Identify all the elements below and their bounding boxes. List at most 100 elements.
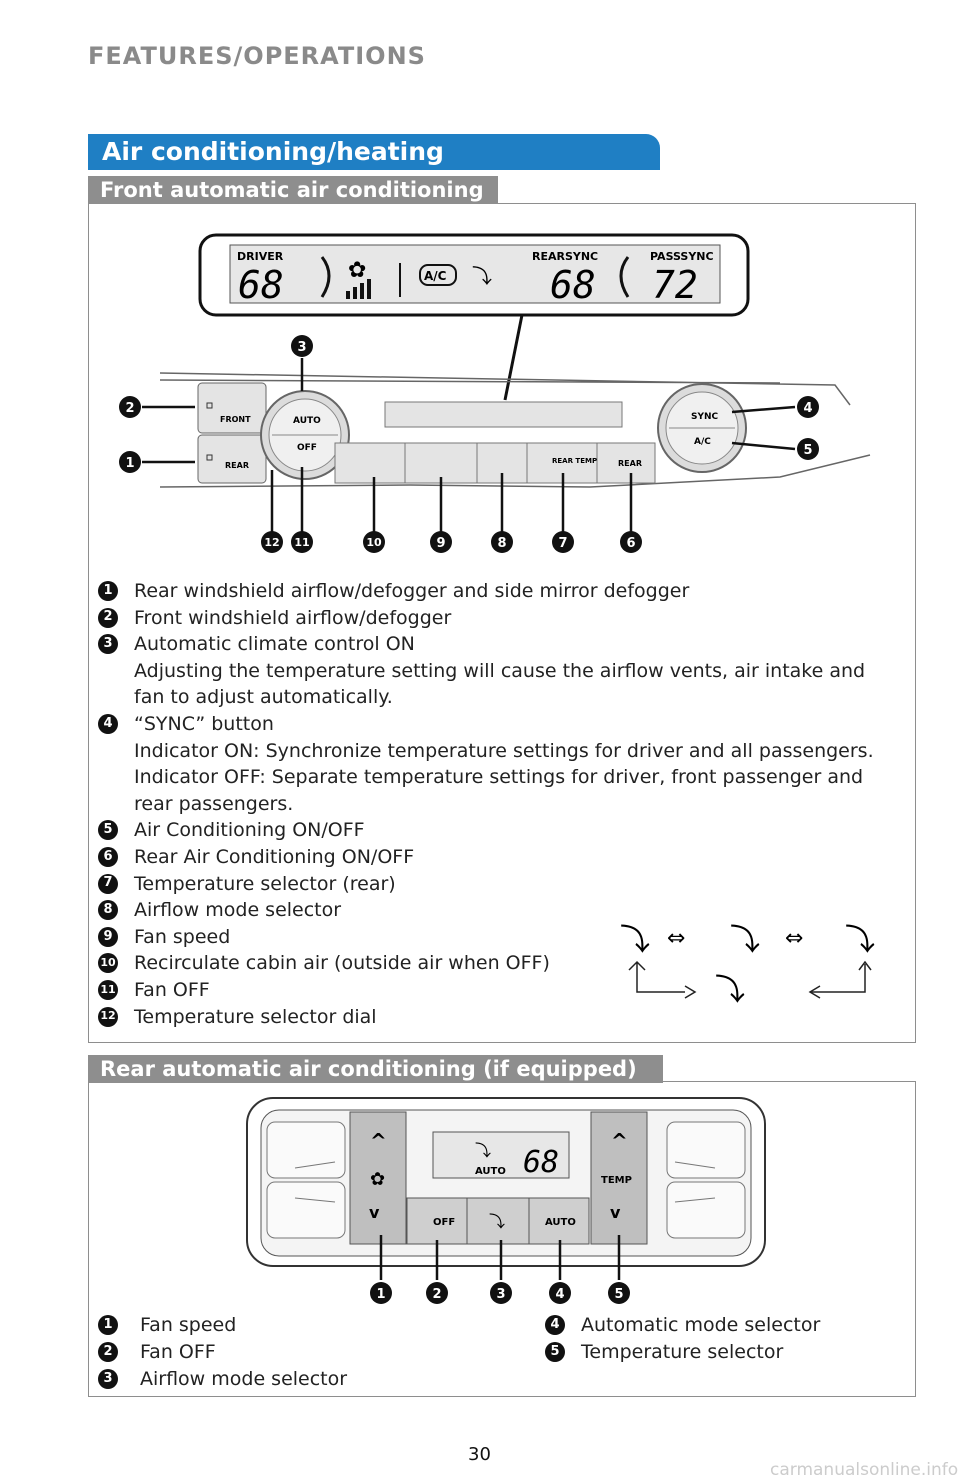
svg-text:TEMP: TEMP [601, 1175, 632, 1186]
section-header: FEATURES/OPERATIONS [88, 42, 426, 70]
dial-auto-label: AUTO [293, 416, 321, 426]
svg-text:68: 68 [550, 263, 596, 307]
display-rear-sync-label: REARSYNC [532, 250, 598, 263]
item-number-badge: 4 [98, 714, 118, 734]
item-number-badge: 2 [98, 607, 118, 628]
svg-text:4: 4 [803, 401, 812, 416]
item-text: Adjusting the temperature setting will c… [134, 659, 866, 682]
front-callout-12: 12 [261, 531, 283, 553]
item-text: “SYNC” button [134, 713, 274, 735]
svg-text:v: v [369, 1203, 380, 1222]
rear-airflow-btn-icon: ⤵ [489, 1212, 505, 1231]
airflow-feet-icon: ⤵ [845, 923, 875, 958]
svg-text:AUTO: AUTO [545, 1217, 576, 1228]
dial-sync-label: SYNC [691, 412, 719, 422]
dial-off-label: OFF [297, 443, 317, 453]
svg-text:SYNC: SYNC [691, 412, 719, 422]
svg-text:⤵: ⤵ [475, 1141, 491, 1160]
item-text: Indicator OFF: Separate temperature sett… [134, 766, 864, 789]
rear-control-panel-diagram: ^ ✿ v AUTO 68 ⤵ OFF ⤵ AUTO ^ TEMP v 1 2 … [246, 1097, 766, 1304]
svg-text:68: 68 [523, 1145, 559, 1180]
front-callout-1: 1 [119, 451, 141, 473]
item-number-badge: 5 [545, 1342, 565, 1362]
watermark: carmanualsonline.info [770, 1460, 959, 1480]
svg-text:⤵: ⤵ [620, 923, 650, 958]
display-driver-temp: 68 [238, 263, 284, 307]
svg-text:v: v [610, 1203, 621, 1222]
item-text: Automatic climate control ON [134, 633, 415, 656]
rear-temp-label: TEMP [601, 1175, 632, 1186]
display-ac-label: A/C [424, 269, 447, 283]
svg-text:⤵: ⤵ [845, 923, 875, 958]
item-number-badge: 9 [98, 926, 118, 947]
svg-text:⤵: ⤵ [472, 264, 492, 288]
page-title: Air conditioning/heating [88, 134, 660, 170]
rear-defog-label: REAR [225, 461, 249, 470]
dial-ac-label: A/C [694, 437, 711, 447]
page-number: 30 [468, 1444, 491, 1465]
item-text: Fan OFF [140, 1341, 216, 1363]
svg-text:⤵: ⤵ [489, 1212, 505, 1231]
rear-auto-label: AUTO [545, 1217, 576, 1228]
item-number-badge: 11 [98, 980, 118, 1000]
rear-section-heading: Rear automatic air conditioning (if equi… [88, 1055, 663, 1083]
svg-text:REARSYNC: REARSYNC [532, 250, 598, 263]
front-callout-11: 11 [291, 531, 313, 553]
display-driver-label: DRIVER [237, 250, 284, 263]
svg-text:REAR TEMP: REAR TEMP [552, 457, 597, 465]
item-number-badge: 3 [98, 1369, 118, 1389]
svg-text:11: 11 [294, 536, 309, 549]
svg-text:PASSSYNC: PASSSYNC [650, 250, 714, 263]
svg-text:2: 2 [432, 1287, 441, 1302]
svg-text:4: 4 [555, 1287, 564, 1302]
svg-text:5: 5 [614, 1287, 623, 1302]
airflow-mode-cycle-diagram: ⤵ ⇔ ⤵ ⇔ ⤵ ⤵ [620, 923, 875, 1008]
rear-ac-label: REAR [618, 459, 642, 468]
display-pass-temp: 72 [652, 263, 698, 307]
rear-display-airflow-icon: ⤵ [475, 1141, 491, 1160]
item-number-badge: 2 [98, 1342, 118, 1362]
svg-text:REAR: REAR [225, 461, 249, 470]
svg-text:✿: ✿ [348, 258, 366, 283]
svg-text:OFF: OFF [297, 443, 317, 453]
item-number-badge: 1 [98, 581, 118, 601]
svg-text:8: 8 [497, 536, 506, 551]
front-control-panel-diagram: DRIVER 68 ✿ A/C ⤵ REARSYNC 68 PASSSYNC 7… [119, 233, 871, 553]
item-text: Fan speed [134, 925, 231, 948]
svg-text:1: 1 [376, 1287, 385, 1302]
front-defog-label: FRONT [220, 415, 251, 424]
svg-text:DRIVER: DRIVER [237, 250, 284, 263]
rear-section-box [88, 1081, 916, 1397]
rear-callout-1: 1 [370, 1282, 392, 1304]
item-number-badge: 10 [98, 953, 118, 974]
item-text: Airflow mode selector [140, 1368, 348, 1390]
item-text: Air Conditioning ON/OFF [134, 819, 365, 842]
svg-text:AUTO: AUTO [475, 1166, 506, 1177]
airflow-face-icon: ⤵ [620, 923, 650, 958]
front-callout-3: 3 [291, 335, 313, 357]
double-arrow-icon-2: ⇔ [785, 926, 803, 951]
display-fan-icon: ✿ [348, 258, 366, 283]
item-text: Automatic mode selector [581, 1314, 821, 1336]
item-number-badge: 8 [98, 900, 118, 921]
svg-text:✿: ✿ [370, 1169, 385, 1190]
airflow-feet-defrost-icon: ⤵ [715, 973, 745, 1008]
item-text: Recirculate cabin air (outside air when … [134, 952, 550, 975]
svg-text:6: 6 [626, 536, 635, 551]
item-text: Front windshield airflow/defogger [134, 606, 452, 629]
svg-text:⤵: ⤵ [715, 973, 745, 1008]
svg-text:^: ^ [370, 1129, 387, 1153]
front-callout-6: 6 [620, 531, 642, 553]
item-number-badge: 12 [98, 1006, 118, 1027]
svg-text:12: 12 [264, 536, 279, 549]
svg-text:9: 9 [436, 536, 445, 551]
double-arrow-icon: ⇔ [667, 926, 685, 951]
front-callout-2: 2 [119, 396, 141, 418]
svg-text:5: 5 [803, 443, 812, 458]
svg-text:3: 3 [496, 1287, 505, 1302]
svg-text:68: 68 [238, 263, 284, 307]
item-text: Rear windshield airflow/defogger and sid… [134, 580, 690, 602]
rear-display-auto: AUTO [475, 1166, 506, 1177]
svg-text:^: ^ [611, 1129, 628, 1153]
front-callout-8: 8 [491, 531, 513, 553]
